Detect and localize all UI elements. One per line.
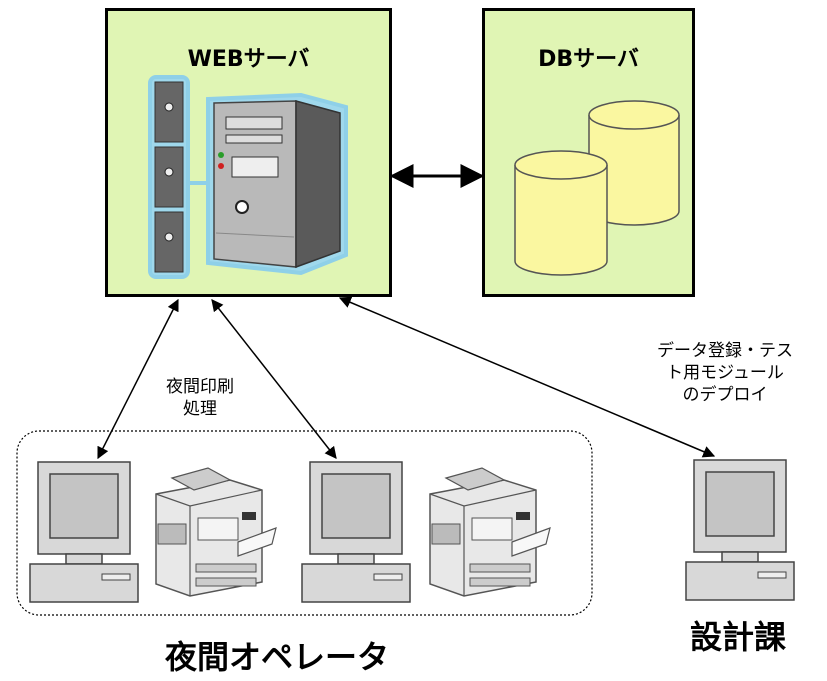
web-server-title: WEBサーバ bbox=[187, 47, 310, 72]
database-cylinder-icon bbox=[514, 100, 680, 276]
server-rack-icon bbox=[148, 75, 348, 279]
night-print-label-line2: 処理 bbox=[183, 399, 217, 419]
db-server-box: DBサーバ bbox=[482, 8, 695, 297]
deploy-label: データ登録・テス ト用モジュール のデプロイ bbox=[630, 340, 820, 406]
web-server-box: WEBサーバ bbox=[105, 8, 392, 297]
deploy-label-line2: ト用モジュール bbox=[666, 363, 784, 383]
deploy-label-line3: のデプロイ bbox=[682, 385, 768, 405]
web-design-arrow bbox=[338, 296, 716, 458]
deploy-label-line1: データ登録・テス bbox=[657, 341, 793, 361]
night-print-label: 夜間印刷 処理 bbox=[150, 376, 250, 420]
printer-1 bbox=[155, 467, 277, 597]
night-print-label-line1: 夜間印刷 bbox=[166, 377, 234, 397]
design-pc bbox=[685, 459, 795, 601]
operator-pc-2 bbox=[301, 461, 411, 603]
night-operator-title: 夜間オペレータ bbox=[165, 638, 390, 676]
web-pc1-arrow bbox=[97, 298, 179, 460]
web-pc2-arrow bbox=[211, 299, 337, 459]
printer-2 bbox=[429, 467, 551, 597]
db-server-title: DBサーバ bbox=[538, 47, 639, 72]
operator-pc-1 bbox=[29, 461, 139, 603]
design-section-title: 設計課 bbox=[690, 618, 787, 656]
